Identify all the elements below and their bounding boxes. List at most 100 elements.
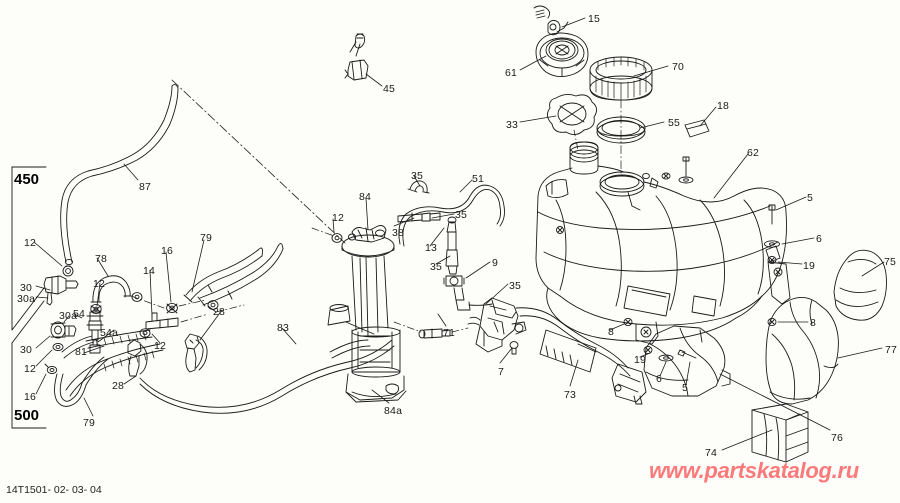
callout-19-bottom: 19 — [634, 354, 647, 366]
duct-76 — [643, 325, 731, 397]
callout-18: 18 — [717, 100, 730, 112]
callout-51: 51 — [472, 173, 485, 185]
callout-6-top: 6 — [816, 233, 823, 245]
callout-12-pump: 12 — [332, 212, 345, 224]
fuel-pump-84 — [327, 225, 407, 403]
callout-33: 33 — [506, 119, 519, 131]
callout-75: 75 — [884, 256, 897, 268]
tether-15 — [547, 19, 569, 36]
callout-30a-500: 30a — [59, 310, 78, 322]
cover-75 — [833, 249, 887, 321]
clamp-12-a — [62, 265, 74, 277]
callout-7: 7 — [498, 366, 505, 378]
hose-end-35-c — [467, 316, 481, 326]
callout-35-b: 35 — [455, 209, 468, 221]
callout-14: 14 — [143, 265, 156, 277]
axis-71 — [393, 321, 469, 333]
fuel-line-13 — [443, 216, 493, 311]
callout-30-450: 30 — [20, 282, 33, 294]
bracket-28-mid — [184, 333, 208, 373]
washer-6-right — [764, 240, 780, 248]
leader-lines — [33, 17, 885, 451]
callout-35-c: 35 — [430, 261, 443, 273]
hose-end-35-a — [407, 180, 430, 194]
hose-87 — [60, 83, 179, 266]
bolt-7 — [509, 341, 519, 355]
alignment-lines-left — [130, 295, 245, 323]
callout-19-right: 19 — [803, 260, 816, 272]
callout-16-mid: 16 — [161, 245, 174, 257]
fitting-14 — [145, 312, 179, 330]
callout-76: 76 — [831, 432, 844, 444]
group-label-450: 450 — [14, 171, 40, 188]
clamp-16-lower — [44, 363, 58, 375]
callout-13: 13 — [425, 242, 438, 254]
callout-81: 81 — [75, 346, 88, 358]
fastener-5-top — [682, 156, 690, 177]
regulator-7 — [475, 297, 527, 353]
clip-45 — [344, 59, 369, 81]
callout-45: 45 — [383, 83, 396, 95]
callout-78: 78 — [95, 253, 108, 265]
callout-30-500: 30 — [20, 344, 33, 356]
hose-87-mid — [197, 243, 284, 307]
pad-18 — [684, 119, 710, 138]
nut-19-right — [767, 255, 777, 265]
fuel-line-51 — [398, 184, 505, 247]
corrugated-line-lower — [65, 343, 164, 397]
callout-55: 55 — [668, 117, 681, 129]
group-bracket-450 — [11, 166, 47, 331]
tether-cord-15 — [533, 5, 551, 19]
washer-6-top — [678, 176, 694, 184]
fitting-30 — [43, 275, 79, 306]
duct-77 — [765, 297, 839, 405]
clamp-12-lower — [52, 342, 64, 352]
callout-5-bottom: 5 — [682, 382, 689, 394]
callout-38: 38 — [392, 227, 405, 239]
callout-12-78: 12 — [93, 278, 106, 290]
foam-block-74 — [751, 403, 809, 463]
clamp-12-mid — [139, 328, 151, 338]
callout-73: 73 — [564, 389, 577, 401]
callout-87-upper: 87 — [139, 181, 152, 193]
callout-74: 74 — [705, 447, 718, 459]
callout-9: 9 — [492, 257, 499, 269]
callout-28-lower: 28 — [112, 380, 125, 392]
wiring-harness-73 — [515, 307, 647, 405]
axis-12-pump — [311, 227, 335, 237]
callout-62: 62 — [747, 147, 760, 159]
hose-79-upper — [183, 247, 263, 303]
hose-79-lower — [54, 356, 109, 407]
clamp-16-mid — [166, 302, 178, 314]
group-label-500: 500 — [14, 407, 40, 424]
callout-5-top: 5 — [807, 192, 814, 204]
fastener-5-bottom — [677, 349, 697, 359]
callout-35-a: 35 — [411, 170, 424, 182]
callout-84: 84 — [359, 191, 372, 203]
nut-8-left — [623, 317, 633, 327]
retaining-ring-70 — [589, 56, 653, 101]
assembly-axis-main — [171, 79, 346, 244]
callout-83: 83 — [277, 322, 290, 334]
clamp-12-78b — [131, 292, 143, 302]
hose-78 — [90, 275, 132, 303]
connector-38 — [397, 212, 441, 223]
callout-79-upper: 79 — [200, 232, 213, 244]
bracket-28-lower — [127, 339, 148, 377]
fuel-tank-62 — [535, 141, 791, 345]
diagram-footer-code: 14T1501- 02- 03- 04 — [6, 484, 102, 496]
callout-15: 15 — [588, 13, 601, 25]
callout-28-mid: 28 — [213, 306, 226, 318]
callout-8-right: 8 — [810, 317, 817, 329]
hose-81 — [61, 335, 95, 359]
callout-6-bottom: 6 — [656, 373, 663, 385]
clip-small-top — [349, 33, 366, 57]
group-bracket-500 — [11, 300, 47, 429]
callout-12-450: 12 — [24, 237, 37, 249]
callout-12-500: 12 — [24, 363, 37, 375]
callout-61: 61 — [505, 67, 518, 79]
callout-84a: 84a — [384, 405, 403, 417]
vent-knob-33 — [547, 93, 597, 135]
callout-54a: 54a — [100, 327, 119, 339]
